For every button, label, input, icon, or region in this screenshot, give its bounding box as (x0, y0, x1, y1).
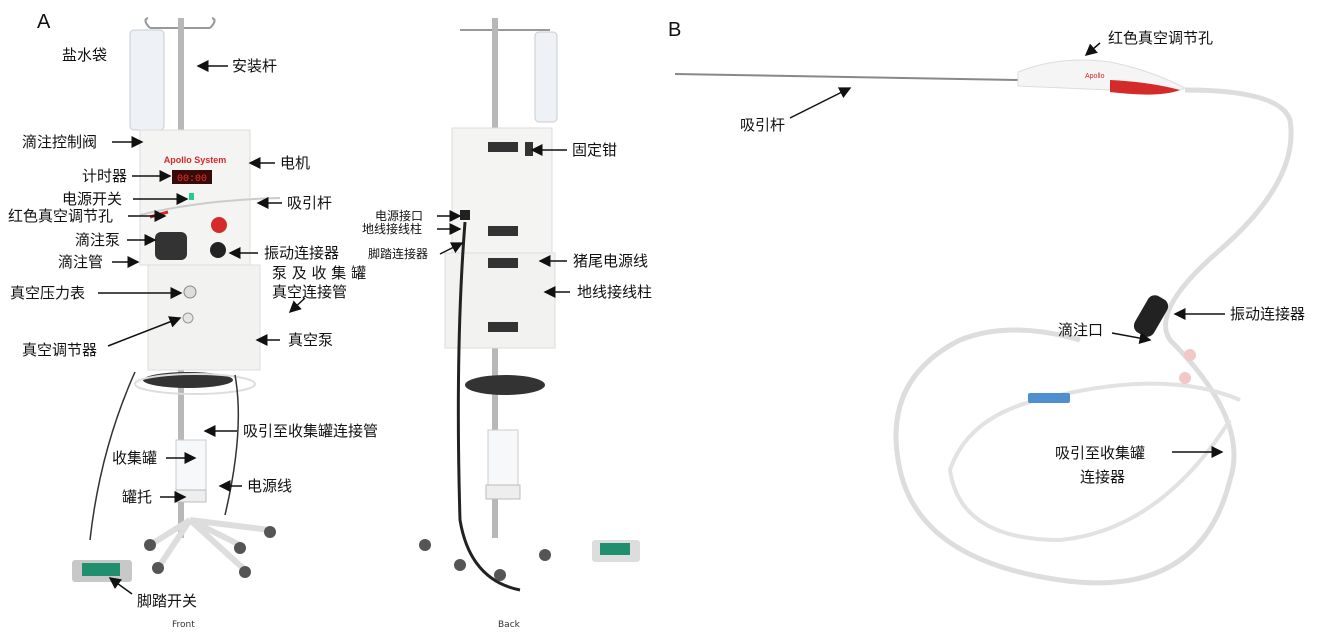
label-b-canister-connector-1: 吸引至收集罐 (1055, 444, 1146, 462)
handle-brand: Apollo (1085, 73, 1105, 80)
label-motor: 电机 (280, 154, 311, 172)
brand-text: Apollo System (164, 155, 227, 165)
label-ground-post-2: 地线接线柱 (577, 283, 653, 301)
label-foot-switch: 脚踏开关 (137, 592, 198, 610)
label-pump-canister-1: 泵 及 收 集 罐 (272, 264, 367, 282)
label-pump-canister-2: 真空连接管 (272, 283, 348, 301)
callout-arrows (98, 42, 1225, 595)
label-timer: 计时器 (82, 167, 128, 185)
label-drip-valve: 滴注控制阀 (22, 133, 98, 151)
handpiece: Apollo (674, 59, 1294, 586)
label-b-red-vacuum-hole: 红色真空调节孔 (1108, 29, 1214, 47)
label-power-port: 电源接口 (375, 209, 424, 223)
label-canister: 收集罐 (112, 449, 158, 467)
label-pigtail-cord: 猪尾电源线 (573, 252, 649, 270)
label-b-canister-connector-2: 连接器 (1080, 468, 1126, 486)
label-vacuum-regulator: 真空调节器 (22, 341, 98, 359)
label-vibration-connector: 振动连接器 (264, 244, 340, 262)
label-canister-holder: 罐托 (122, 488, 153, 506)
caption-back: Back (498, 620, 520, 630)
label-power-switch: 电源开关 (62, 190, 123, 208)
front-unit: Apollo System 00:00 (72, 17, 281, 582)
label-b-drip-port: 滴注口 (1058, 321, 1104, 339)
label-vacuum-pump: 真空泵 (288, 331, 334, 349)
panel-label-a: A (37, 11, 51, 33)
label-drip-pump: 滴注泵 (75, 231, 121, 249)
label-drip-tube: 滴注管 (58, 253, 104, 271)
label-mount-pole: 安装杆 (232, 57, 278, 75)
label-suction-rod: 吸引杆 (287, 194, 333, 212)
label-foot-connector: 脚踏连接器 (368, 247, 429, 261)
label-saline-bag: 盐水袋 (62, 46, 108, 64)
label-b-suction-rod: 吸引杆 (740, 116, 786, 134)
label-vacuum-gauge: 真空压力表 (10, 284, 86, 302)
label-clamp: 固定钳 (572, 141, 618, 159)
back-unit (419, 18, 640, 592)
label-ground-post-1: 地线接线柱 (362, 222, 423, 236)
label-suction-canister-tube: 吸引至收集罐连接管 (243, 422, 379, 440)
caption-front: Front (172, 620, 195, 630)
timer-display: 00:00 (177, 174, 207, 185)
label-red-vacuum-hole: 红色真空调节孔 (8, 207, 114, 225)
panel-label-b: B (668, 19, 682, 41)
label-b-vibration-connector: 振动连接器 (1230, 305, 1306, 323)
label-power-cord: 电源线 (247, 477, 293, 495)
